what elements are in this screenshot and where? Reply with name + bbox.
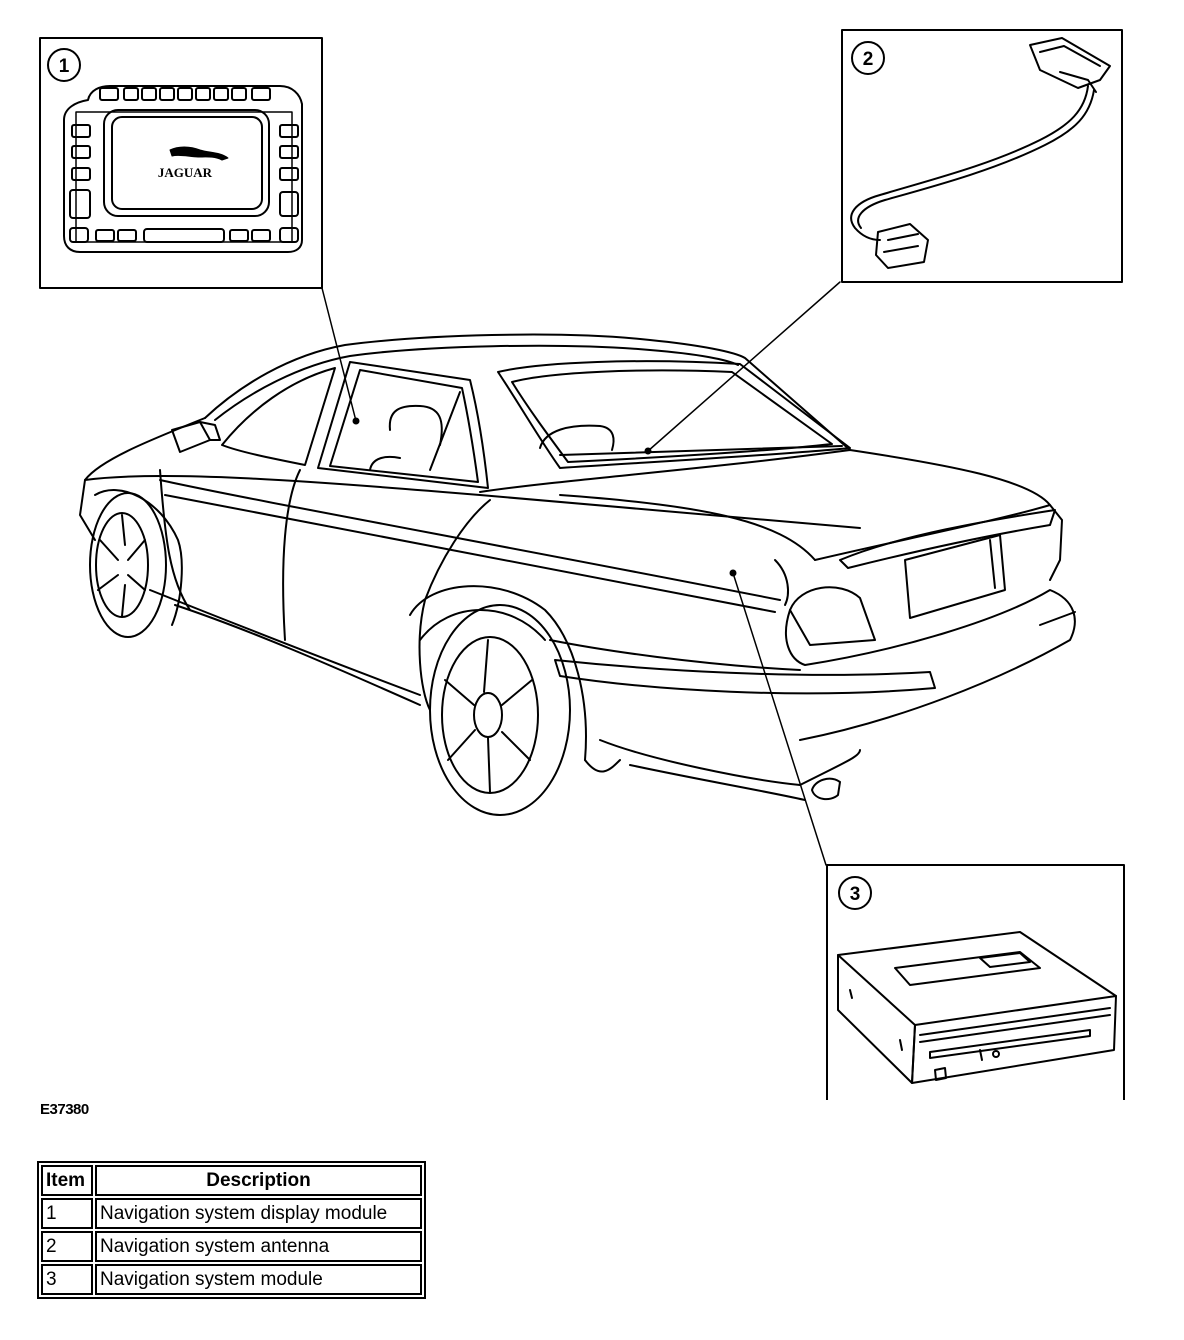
display-module-drawing: JAGUAR [63,85,303,253]
leader-lines [321,281,841,866]
callout-number-1: 1 [59,56,70,77]
car-illustration [79,333,1076,816]
callout-circle-1 [47,48,81,82]
table-row: 2 Navigation system antenna [41,1231,422,1262]
callout-circle-3 [838,876,872,910]
legend-header-item: Item [41,1165,93,1196]
callout-circle-2 [851,41,885,75]
display-logo-text: JAGUAR [158,165,213,180]
figure-id: E37380 [40,1101,89,1118]
legend-item-description: Navigation system display module [95,1198,422,1229]
detail-frame-2 [841,29,1123,283]
callout-number-3: 3 [850,884,861,905]
leader-line-3 [732,572,827,866]
callout-number-2: 2 [863,49,874,70]
legend-item-number: 1 [41,1198,93,1229]
detail-box-3: 3 [826,864,1125,1100]
marker-dot-3 [729,569,737,577]
table-row: 1 Navigation system display module [41,1198,422,1229]
marker-dot-2 [644,447,652,455]
marker-dot-1 [352,417,360,425]
legend-header-row: Item Description [41,1165,422,1196]
diagram-artwork: 1 [39,29,1125,1100]
legend-item-description: Navigation system module [95,1264,422,1295]
leader-line-1 [321,287,357,422]
legend-header-description: Description [95,1165,422,1196]
legend-item-number: 2 [41,1231,93,1262]
detail-frame-1 [39,37,323,289]
antenna-drawing [850,37,1111,269]
detail-box-2: 2 [841,29,1123,283]
detail-box-1: 1 [39,37,323,289]
legend-table: Item Description 1 Navigation system dis… [37,1161,426,1299]
navigation-module-drawing [837,931,1117,1084]
legend-item-description: Navigation system antenna [95,1231,422,1262]
detail-frame-3 [826,864,1125,1100]
table-row: 3 Navigation system module [41,1264,422,1295]
leader-line-2 [647,281,841,452]
jaguar-leaper-logo [169,146,229,161]
legend-item-number: 3 [41,1264,93,1295]
